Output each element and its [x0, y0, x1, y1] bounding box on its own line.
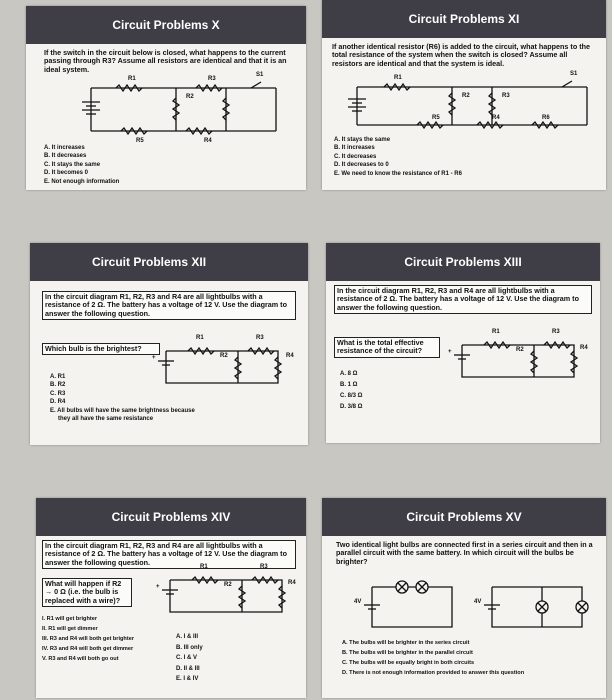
answer-options: A. 8 Ω B. 1 Ω C. 8/3 Ω D. 3/8 Ω [340, 369, 363, 413]
card-title: Circuit Problems XV [322, 498, 606, 536]
answer-options: A. It increases B. It decreases C. It st… [44, 144, 119, 186]
label-r1: R1 [200, 564, 208, 570]
option[interactable]: A. I & III [176, 634, 199, 640]
answer-options: A. It stays the same B. It increases C. … [334, 136, 462, 178]
card-title: Circuit Problems XIII [326, 243, 600, 281]
label-s1: S1 [570, 71, 578, 77]
option[interactable]: E. All bulbs will have the same brightne… [50, 407, 195, 414]
parallel-circuit-diagram: 4V [474, 586, 589, 628]
question-text: In the circuit diagram R1, R2, R3 and R4… [42, 540, 296, 570]
label-r5: R5 [432, 115, 440, 121]
label-r5: R5 [136, 138, 144, 144]
statement: II. R1 will get dimmer [42, 626, 98, 632]
answer-options: A. The bulbs will be brighter in the ser… [342, 638, 524, 678]
card-circuit-problems-xii: Circuit Problems XII In the circuit diag… [30, 243, 308, 445]
option[interactable]: A. R1 [50, 374, 66, 380]
circuit-diagram: R1 R2 R3 R4 R5 R6 S1 [348, 71, 588, 130]
option[interactable]: E. Not enough information [44, 178, 120, 185]
label-r2: R2 [220, 353, 228, 359]
series-circuit-diagram: 4V [354, 580, 453, 628]
option[interactable]: B. 1 Ω [340, 382, 358, 388]
label-r1: R1 [492, 329, 500, 335]
option[interactable]: C. R3 [50, 390, 66, 397]
question-text: If the switch in the circuit below is cl… [44, 48, 287, 74]
circuit-diagram: + R1 R2 R3 R4 [156, 564, 296, 613]
option-continued: they all have the same resistance [58, 416, 154, 423]
card-circuit-problems-xiv: Circuit Problems XIV In the circuit diag… [36, 498, 306, 698]
label-r4: R4 [204, 138, 212, 144]
question-prompt: Which bulb is the brightest? [42, 343, 160, 356]
label-r1: R1 [128, 76, 136, 82]
label-r3: R3 [256, 335, 264, 341]
label-r2: R2 [186, 94, 194, 100]
label-r4: R4 [580, 345, 588, 351]
question-text: In the circuit diagram R1, R2, R3 and R4… [42, 291, 296, 321]
label-r1: R1 [196, 335, 204, 341]
option[interactable]: E. I & IV [176, 676, 199, 682]
circuit-diagram: + R1 R2 R3 R4 [152, 335, 294, 384]
label-r2: R2 [516, 347, 524, 353]
question-prompt: What is the total effective resistance o… [334, 337, 440, 358]
option[interactable]: B. R2 [50, 382, 66, 389]
battery-voltage-label: 4V [474, 599, 481, 605]
card-title: Circuit Problems X [26, 6, 306, 44]
label-r4: R4 [286, 353, 294, 359]
answer-options: A. I & III B. III only C. I & V D. II & … [176, 632, 203, 685]
question-text: In the circuit diagram R1, R2, R3 and R4… [334, 285, 592, 315]
label-r4: R4 [288, 580, 296, 586]
option[interactable]: D. There is not enough information provi… [342, 670, 525, 676]
option[interactable]: D. It becomes 0 [44, 170, 89, 177]
statement: IV. R3 and R4 will both get dimmer [42, 646, 134, 652]
option[interactable]: D. II & III [176, 665, 200, 672]
option[interactable]: D. 3/8 Ω [340, 404, 363, 410]
card-title: Circuit Problems XIV [36, 498, 306, 536]
option[interactable]: D. R4 [50, 399, 66, 406]
label-r2: R2 [224, 582, 232, 588]
battery-voltage-label: 4V [354, 599, 361, 605]
card-title: Circuit Problems XII [30, 243, 308, 281]
option[interactable]: E. We need to know the resistance of R1 … [334, 170, 462, 177]
option[interactable]: B. It increases [334, 145, 375, 152]
label-r1: R1 [394, 75, 402, 81]
option[interactable]: A. It increases [44, 145, 85, 151]
question-text: If another identical resistor (R6) is ad… [332, 42, 590, 68]
circuit-diagram: R1 R2 R3 R4 R5 S1 [82, 72, 277, 144]
option[interactable]: D. It decreases to 0 [334, 162, 389, 169]
svg-text:+: + [448, 349, 452, 355]
card-circuit-problems-xv: Circuit Problems XV Two identical light … [322, 498, 606, 698]
label-r3: R3 [208, 76, 216, 82]
question-text: Two identical light bulbs are connected … [336, 540, 593, 566]
card-circuit-problems-x: Circuit Problems X If the switch in the … [26, 6, 306, 190]
option[interactable]: C. It decreases [334, 153, 377, 160]
option[interactable]: C. It stays the same [44, 161, 101, 168]
option[interactable]: A. 8 Ω [340, 371, 358, 377]
question-prompt: What will happen if R2 → 0 Ω (i.e. the b… [42, 578, 132, 608]
card-circuit-problems-xiii: Circuit Problems XIII In the circuit dia… [326, 243, 600, 443]
label-r3: R3 [502, 93, 510, 99]
option[interactable]: C. 8/3 Ω [340, 393, 363, 399]
option[interactable]: B. It decreases [44, 153, 87, 160]
svg-text:+: + [156, 584, 160, 590]
answer-options: A. R1 B. R2 C. R3 D. R4 E. All bulbs wil… [50, 373, 195, 423]
label-r3: R3 [260, 564, 268, 570]
card-circuit-problems-xi: Circuit Problems XI If another identical… [322, 0, 606, 190]
option[interactable]: C. I & V [176, 655, 198, 661]
svg-text:+: + [152, 355, 156, 361]
statement: III. R3 and R4 will both get brighter [42, 636, 134, 642]
option[interactable]: C. The bulbs will be equally bright in b… [342, 660, 475, 666]
statement: I. R1 will get brighter [42, 616, 98, 622]
statement-list: I. R1 will get brighter II. R1 will get … [42, 614, 134, 664]
option[interactable]: A. It stays the same [334, 137, 391, 143]
option[interactable]: B. III only [176, 644, 203, 651]
statement: V. R3 and R4 will both go out [42, 656, 119, 662]
label-r6: R6 [542, 115, 550, 121]
label-r4: R4 [492, 115, 500, 121]
card-title: Circuit Problems XI [322, 0, 606, 38]
label-r2: R2 [462, 93, 470, 99]
circuit-diagram: + R1 R2 R3 R4 [448, 329, 588, 378]
option[interactable]: A. The bulbs will be brighter in the ser… [342, 640, 470, 646]
label-r3: R3 [552, 329, 560, 335]
label-s1: S1 [256, 72, 264, 78]
option[interactable]: B. The bulbs will be brighter in the par… [342, 650, 473, 656]
